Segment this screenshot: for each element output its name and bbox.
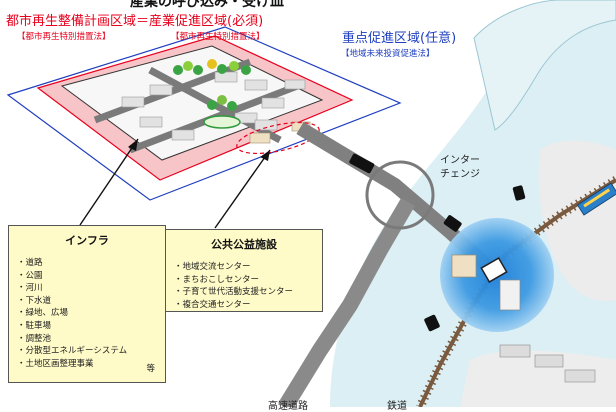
building xyxy=(254,119,278,131)
truck-icon xyxy=(349,153,375,174)
infra-box-footer: 等 xyxy=(146,364,155,374)
building xyxy=(121,96,145,108)
infra-box: インフラ ・道路 ・公園 ・河川 ・下水道 ・緑地、広場 ・駐車場 ・調整池 ・… xyxy=(8,225,166,383)
priority-zone-law: 【地域未来投資促進法】 xyxy=(341,49,435,59)
public-facility-item: ・子育て世代活動支援センター xyxy=(174,287,294,298)
park-pond xyxy=(203,115,241,129)
infra-item: ・道路 xyxy=(17,258,43,268)
public-facility-item: ・複合交通センター xyxy=(174,299,251,310)
building xyxy=(534,354,564,368)
tree xyxy=(173,65,183,75)
infra-arrow-head xyxy=(128,139,138,151)
development-land xyxy=(60,45,324,161)
tree xyxy=(227,101,237,111)
tree xyxy=(183,61,193,71)
bus-icon xyxy=(512,185,526,201)
apartment-building xyxy=(451,254,477,278)
infra-item: ・下水道 xyxy=(17,295,52,306)
tree xyxy=(217,64,227,74)
building xyxy=(244,79,268,91)
industrial-zone-law-right: 【都市再生特別措置法】 xyxy=(171,32,265,42)
infra-box-title: インフラ xyxy=(65,234,109,247)
public-arrow-head xyxy=(260,150,270,161)
tree xyxy=(193,65,203,75)
public-arrow xyxy=(214,149,271,229)
building xyxy=(139,116,163,128)
industrial-zone-title: 都市再生整備計画区域＝産業促進区域(必須) xyxy=(6,14,264,29)
tree xyxy=(241,65,251,75)
infra-item: ・分散型エネルギーシステム xyxy=(17,346,128,357)
highway-label: 高速道路 xyxy=(268,401,308,412)
railway-ties xyxy=(415,176,616,407)
land-bottom xyxy=(460,350,616,407)
building xyxy=(214,71,238,83)
infra-item: ・緑地、広場 xyxy=(17,308,69,319)
train-icon xyxy=(576,182,616,216)
infra-item: ・土地区画整理事業 xyxy=(17,358,94,369)
priority-zone-title: 重点促進区域(任意) xyxy=(342,31,457,46)
public-facilities-box: 公共公益施設 ・地域交流センター ・まちおこしセンター ・子育て世代活動支援セン… xyxy=(165,229,323,312)
priority-zone-boundary xyxy=(6,26,402,201)
public-facilities-box-title: 公共公益施設 xyxy=(211,238,277,251)
truck-icon xyxy=(424,314,440,332)
interchange-label-line2: チェンジ xyxy=(440,169,480,180)
building xyxy=(149,84,173,96)
tree xyxy=(217,95,227,105)
bus-icon xyxy=(443,215,462,232)
highway-road-south xyxy=(278,197,415,407)
interchange-label-line1: インター xyxy=(440,155,480,166)
tower-building xyxy=(499,279,521,311)
infra-item: ・河川 xyxy=(17,283,43,294)
infra-item: ・調整池 xyxy=(17,333,52,344)
infra-item: ・公園 xyxy=(17,270,43,281)
river xyxy=(473,0,616,131)
public-facility-item: ・まちおこしセンター xyxy=(174,274,260,285)
infra-item: ・駐車場 xyxy=(17,320,52,331)
top-cut-text: 産業の呼び込み・受け皿 xyxy=(130,0,284,10)
public-facility-highlight xyxy=(236,121,320,155)
public-facility-building xyxy=(249,132,271,144)
tree xyxy=(207,100,217,110)
building xyxy=(261,97,285,109)
land-mass xyxy=(538,140,616,301)
building xyxy=(564,369,596,383)
industrial-zone-law-left: 【都市再生特別措置法】 xyxy=(17,32,111,42)
building xyxy=(171,129,195,141)
interchange-loop xyxy=(365,160,435,230)
building xyxy=(499,344,531,358)
public-facility-item: ・地域交流センター xyxy=(174,262,251,272)
tree xyxy=(229,61,239,71)
station-building xyxy=(480,257,508,283)
building xyxy=(284,79,306,90)
infra-arrow xyxy=(79,138,139,226)
tree xyxy=(207,59,217,69)
railway-label: 鉄道 xyxy=(387,401,407,412)
